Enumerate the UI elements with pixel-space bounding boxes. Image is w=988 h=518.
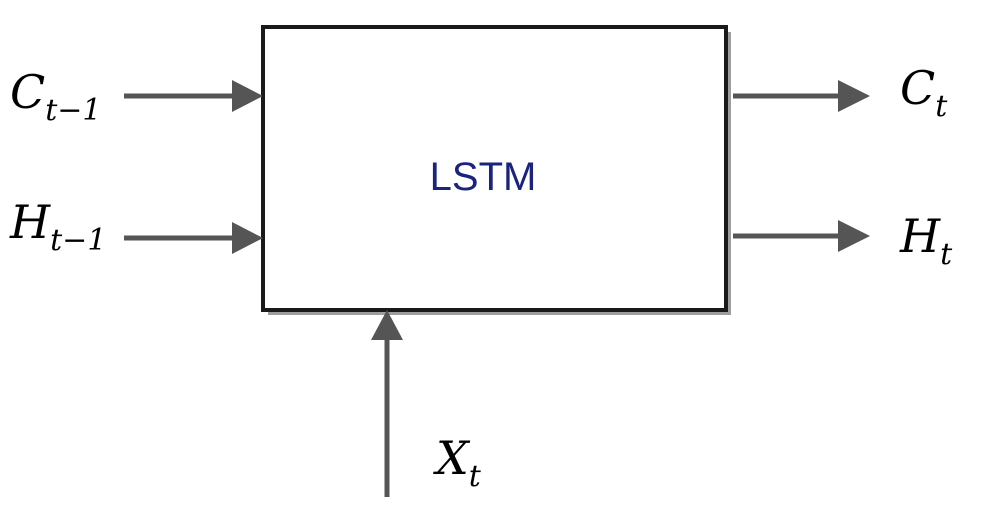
label-h-prev: Ht−1 [9, 195, 106, 258]
lstm-box-label: LSTM [430, 155, 537, 199]
input-arrow-c-prev [124, 80, 263, 112]
label-h-out: Ht [899, 209, 953, 272]
input-arrow-h-prev [124, 222, 263, 254]
label-c-prev: Ct−1 [10, 65, 101, 128]
input-arrow-x [371, 310, 403, 497]
output-arrow-h [733, 220, 870, 252]
label-x: Xt [433, 431, 482, 494]
output-arrow-c [733, 80, 870, 112]
label-c-out: Ct [900, 61, 948, 124]
lstm-box [261, 25, 728, 312]
